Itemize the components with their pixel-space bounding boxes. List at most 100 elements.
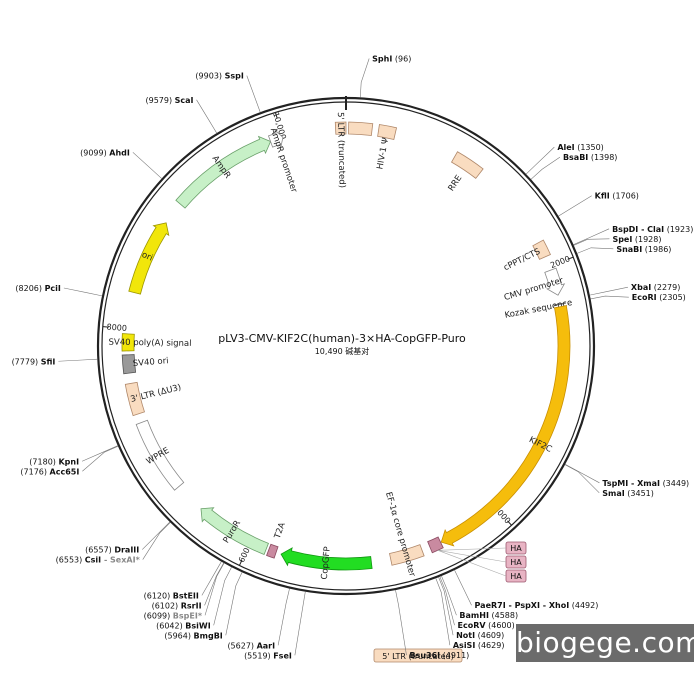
tick-mark (507, 520, 512, 526)
feature-ltr3 (124, 381, 145, 417)
site-leader-xbai (589, 286, 628, 296)
site-smai: SmaI (3451) (602, 489, 654, 498)
site-leader-rsrii (204, 562, 224, 606)
site-kfli: KflI (1706) (595, 192, 639, 201)
feature-label-sv40pa: SV40 poly(A) signal (108, 338, 191, 349)
site-csii: (6553) CsiI - SexAI* (56, 556, 141, 565)
site-fsei: (5519) FseI (244, 651, 292, 660)
site-leader-bsiwi (213, 567, 232, 626)
site-tspmi: TspMI - XmaI (3449) (602, 479, 689, 488)
site-leader-ecorv (439, 576, 455, 626)
feature-label-hiv: HIV-1 Ψ (375, 137, 391, 171)
feature-ef1a (389, 544, 425, 566)
ha-tag-leader (437, 550, 507, 563)
site-leader-ahdi (132, 152, 162, 179)
site-alei: AleI (1350) (557, 143, 604, 152)
watermark-logo: biogege.com (516, 624, 700, 662)
tick-label: 2000 (549, 254, 571, 270)
feature-label-ori: ori (140, 250, 154, 264)
feature-amprp (267, 129, 284, 149)
site-bspei: (6099) BspEI* (144, 611, 203, 620)
feature-cppt (532, 239, 551, 260)
feature-ltr5 (334, 121, 347, 135)
feature-hiv (377, 124, 398, 140)
site-leader-bamhi (441, 575, 457, 616)
ltr5-bottom-label: 5' LTR (truncated) (382, 652, 453, 661)
feature-cmv (544, 267, 566, 296)
feature-label-cppt: cPPT/CTS (502, 247, 542, 273)
feature-kif2c (440, 305, 571, 547)
site-leader-paer7i (454, 569, 472, 606)
site-draiii: (6557) DraIII (85, 546, 139, 555)
site-leader-kpni (81, 445, 118, 462)
site-leader-aari (277, 588, 290, 646)
feature-label-t2a: T2A (272, 521, 287, 541)
site-leader-ecori (590, 295, 629, 300)
site-leader-bspei (204, 562, 225, 616)
site-leader-spei (573, 238, 610, 246)
site-leader-tspmi (564, 464, 600, 484)
feature-label-ltr5: 5' LTR (truncated) (335, 112, 347, 188)
feature-label-sv40ori: SV40 ori (132, 356, 168, 369)
feature-ltr5b (348, 121, 374, 136)
tick-label: 8000 (106, 322, 127, 333)
feature-wpre (135, 419, 185, 491)
site-pcii: (8206) PciI (15, 284, 61, 293)
plasmid-size: 10,490 碱基对 (315, 346, 370, 356)
ltr5-bottom-box (373, 648, 463, 663)
site-leader-smai (564, 464, 600, 494)
site-sspi: (9903) SspI (195, 72, 243, 81)
site-leader-bspdi (573, 228, 610, 245)
site-acc65i: (7176) Acc65I (20, 467, 79, 476)
site-leader-asisi (435, 578, 451, 646)
site-leader-fsei (294, 591, 306, 656)
site-aari: (5627) AarI (227, 641, 275, 650)
site-xbai: XbaI (2279) (631, 283, 680, 292)
site-ecorv: EcoRV (4600) (458, 621, 515, 630)
site-sphi: SphI (96) (372, 54, 411, 63)
site-leader-scai (196, 99, 218, 134)
tick-mark (274, 112, 278, 119)
ha-tag-label: HA (510, 544, 522, 553)
site-leader-bsu36i (395, 589, 407, 656)
tick-mark (238, 559, 243, 566)
feature-ori (128, 222, 170, 295)
site-leader-pcii (63, 287, 103, 297)
site-scai: (9579) ScaI (145, 96, 193, 105)
feature-copgfp (280, 547, 373, 571)
feature-rre (450, 151, 484, 179)
feature-t2a (266, 543, 279, 559)
site-leader-bsteii (201, 561, 222, 596)
feature-sv40ori (121, 354, 137, 375)
site-ecori: EcoRI (2305) (632, 293, 686, 302)
ha-tag-label: HA (510, 558, 522, 567)
site-leader-sspi (246, 75, 261, 113)
plasmid-name: pLV3-CMV-KIF2C(human)-3×HA-CopGFP-Puro (218, 332, 466, 345)
site-bsteii: (6120) BstEII (144, 591, 199, 600)
site-leader-csii (142, 522, 171, 560)
site-spei: SpeI (1928) (612, 235, 661, 244)
ha-tag-label: HA (510, 572, 522, 581)
feature-label-rre: RRE (447, 173, 465, 193)
site-sfii: (7779) SfiI (12, 357, 56, 366)
feature-ha (427, 536, 444, 554)
tick-mark (567, 256, 574, 260)
site-bmgbi: (5964) BmgBI (164, 631, 222, 640)
site-leader-noti (438, 577, 454, 636)
feature-kozak (553, 302, 566, 307)
ha-tag-leader (437, 547, 507, 551)
feature-sv40pa (121, 333, 135, 352)
site-paer7i: PaeR7I - PspXI - XhoI (4492) (475, 601, 599, 610)
site-bsabi: BsaBI (1398) (563, 153, 618, 162)
site-snabi: SnaBI (1986) (616, 245, 671, 254)
site-leader-sfii (58, 358, 98, 362)
site-leader-kfli (558, 195, 592, 217)
site-bspdi: BspDI - ClaI (1923) (612, 225, 693, 234)
site-asisi: AsiSI (4629) (453, 641, 505, 650)
site-leader-bsabi (530, 156, 561, 180)
site-leader-snabi (577, 247, 614, 254)
feature-ampr (175, 135, 272, 209)
feature-label-copgfp: CopGFP (320, 546, 333, 580)
